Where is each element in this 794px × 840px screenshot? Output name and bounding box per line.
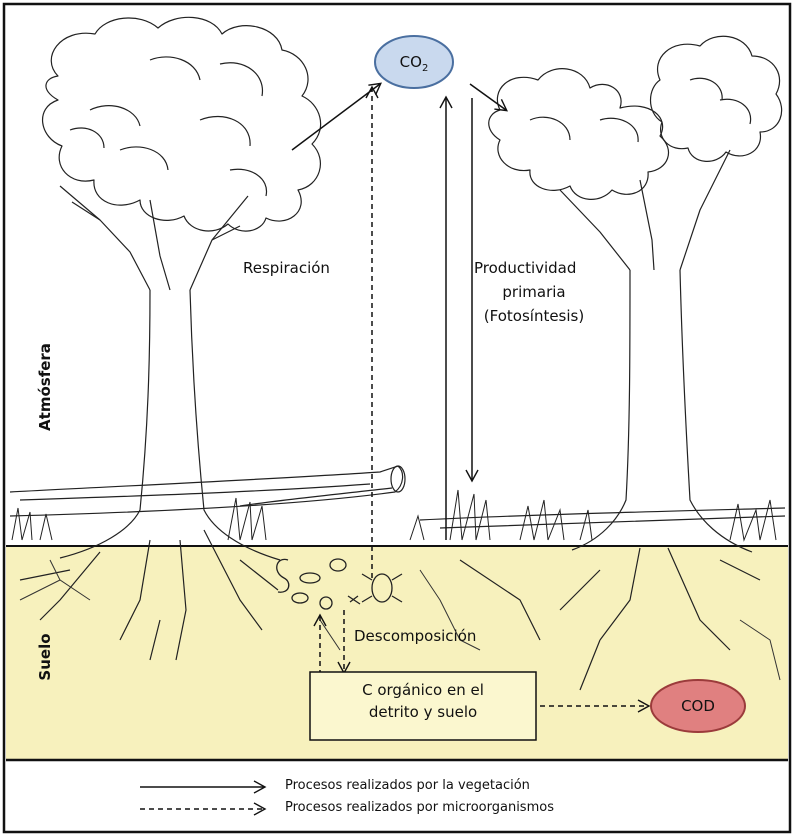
decomposition-label: Descomposición [354,626,476,646]
organic-carbon-label: C orgánico en el detrito y suelo [310,680,536,724]
organic-carbon-line1: C orgánico en el [310,680,536,702]
cod-label: COD [681,696,715,716]
respiration-label: Respiración [243,258,330,278]
soil-axis-label: Suelo [36,622,54,692]
productivity-label-line3: (Fotosíntesis) [484,306,584,326]
legend-vegetation-text: Procesos realizados por la vegetación [285,778,530,793]
legend-microorganisms-text: Procesos realizados por microorganismos [285,800,554,815]
productivity-label-line2: primaria [502,282,565,302]
organic-carbon-line2: detrito y suelo [310,702,536,724]
productivity-label-line1: Productividad [474,258,576,278]
co2-label: CO2 [400,52,429,76]
atmosphere-axis-label: Atmósfera [36,342,54,432]
